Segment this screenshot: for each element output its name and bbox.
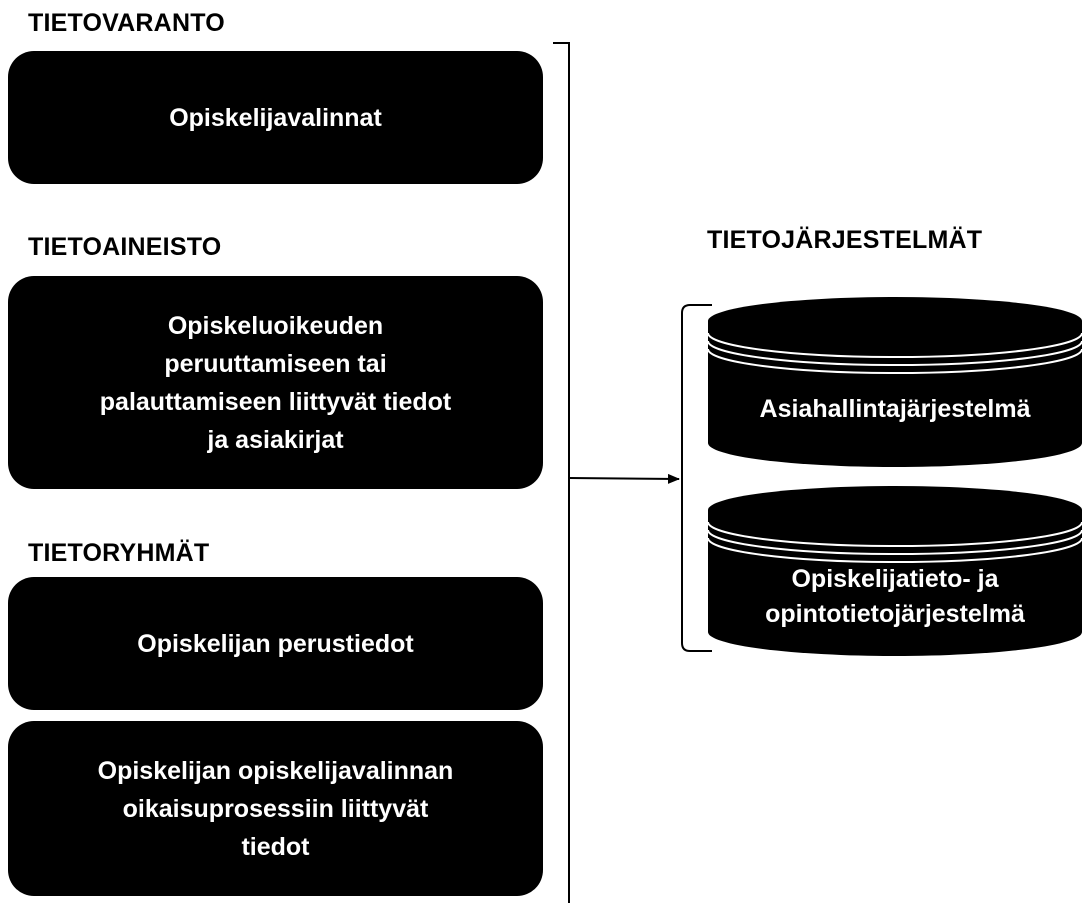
box-line: Opiskeluoikeuden (167, 311, 384, 340)
box-opiskeluoikeus: Opiskeluoikeuden peruuttamiseen tai pala… (8, 276, 543, 489)
system-line: Asiahallintajärjestelmä (759, 395, 1031, 423)
box-line: palauttamiseen liittyvät tiedot (99, 387, 452, 416)
system-label-opiskelijatieto: Opiskelijatieto- ja opintotietojärjestel… (708, 562, 1082, 632)
system-line: opintotietojärjestelmä (765, 600, 1025, 628)
heading-tietovaranto: TIETOVARANTO (28, 9, 225, 37)
heading-tietoaineisto: TIETOAINEISTO (28, 233, 222, 261)
box-line: Opiskelijan perustiedot (137, 629, 414, 658)
connector-arrow (568, 473, 680, 484)
box-perustiedot: Opiskelijan perustiedot (8, 577, 543, 710)
box-line: Opiskelijan opiskelijavalinnan (97, 756, 454, 785)
heading-tietoryhmat: TIETORYHMÄT (28, 539, 210, 567)
system-line: Opiskelijatieto- ja (791, 565, 999, 593)
left-bracket (553, 42, 570, 903)
database-icon-opiskelijatieto (707, 486, 1083, 656)
right-bracket (681, 304, 712, 652)
system-label-asiahallinta: Asiahallintajärjestelmä (708, 392, 1082, 427)
heading-tietojarjestelmat: TIETOJÄRJESTELMÄT (707, 226, 983, 254)
box-opiskelijavalinnat: Opiskelijavalinnat (8, 51, 543, 184)
box-line: Opiskelijavalinnat (169, 103, 382, 132)
box-line: ja asiakirjat (207, 425, 344, 454)
box-line: oikaisuprosessiin liittyvät (122, 794, 429, 823)
box-line: tiedot (241, 832, 310, 861)
database-icon-asiahallinta (707, 297, 1083, 467)
box-line: peruuttamiseen tai (164, 349, 387, 378)
box-oikaisuprosessi: Opiskelijan opiskelijavalinnan oikaisupr… (8, 721, 543, 896)
